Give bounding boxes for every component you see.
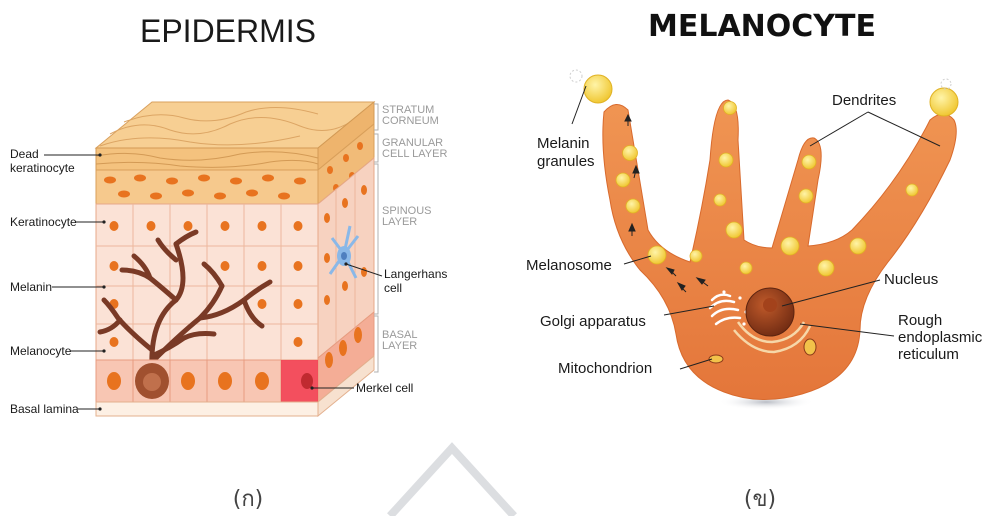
layer-granular-2: CELL LAYER <box>382 148 447 160</box>
layer-brackets <box>374 104 378 372</box>
label-melanocyte-left: Melanocyte <box>10 344 72 358</box>
label-dead-keratinocyte-2: keratinocyte <box>10 161 75 175</box>
label-merkel-cell: Merkel cell <box>356 381 413 395</box>
label-dead-keratinocyte-1: Dead <box>10 147 39 161</box>
nucleus <box>746 288 794 336</box>
label-mitochondrion: Mitochondrion <box>558 360 652 377</box>
label-melanin-granules-2: granules <box>537 153 595 170</box>
label-golgi-apparatus: Golgi apparatus <box>540 313 646 330</box>
caption-left: (ก) <box>233 487 264 512</box>
watermark-triangle <box>390 448 514 516</box>
layer-stratum-corneum-2: CORNEUM <box>382 115 439 127</box>
label-langerhans-2: cell <box>384 281 402 295</box>
caption-right: (ข) <box>744 487 776 512</box>
label-melanosome: Melanosome <box>526 257 612 274</box>
melanocyte-diagram: MELANOCYTE <box>526 9 983 512</box>
melanocyte-title: MELANOCYTE <box>648 9 876 44</box>
label-melanin: Melanin <box>10 280 52 294</box>
label-dendrites: Dendrites <box>832 92 896 109</box>
label-rough-er-2: endoplasmic <box>898 329 983 346</box>
label-basal-lamina: Basal lamina <box>10 402 79 416</box>
label-rough-er-1: Rough <box>898 312 942 329</box>
label-langerhans-1: Langerhans <box>384 267 447 281</box>
label-melanin-granules-1: Melanin <box>537 135 590 152</box>
layer-basal-2: LAYER <box>382 340 417 352</box>
label-nucleus: Nucleus <box>884 271 938 288</box>
label-keratinocyte: Keratinocyte <box>10 215 77 229</box>
layer-spinous-2: LAYER <box>382 216 417 228</box>
epidermis-title: EPIDERMIS <box>140 13 316 49</box>
melanin-granules-tips <box>570 70 958 116</box>
label-rough-er-3: reticulum <box>898 346 959 363</box>
epidermis-diagram: EPIDERMIS <box>10 13 447 512</box>
